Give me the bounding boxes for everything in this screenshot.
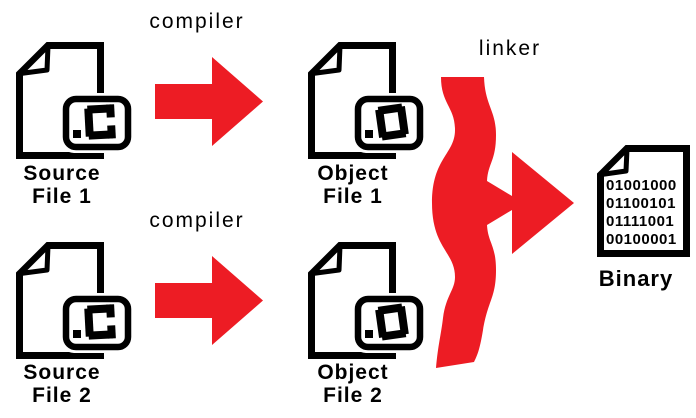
source-file-2-label: Source File 2 bbox=[7, 361, 117, 407]
compiler-label-bottom: compiler bbox=[149, 209, 245, 232]
badge-dot bbox=[73, 330, 81, 338]
badge-dot bbox=[365, 130, 373, 138]
compiler-arrow-bottom bbox=[155, 256, 263, 345]
label-line: File 1 bbox=[32, 185, 92, 208]
object-file-2-icon bbox=[308, 242, 427, 360]
folded-corner bbox=[310, 43, 343, 76]
right-arrow-shape bbox=[155, 256, 263, 345]
badge-letter-O bbox=[375, 303, 409, 341]
binary-text-line: 01100101 bbox=[606, 195, 676, 212]
badge-dot bbox=[73, 130, 81, 138]
linker-label: linker bbox=[478, 37, 542, 60]
document-with-badge-graphic bbox=[308, 42, 426, 159]
binary-label: Binary bbox=[598, 266, 674, 291]
label-line: File 1 bbox=[323, 185, 383, 208]
label-line: Source bbox=[23, 361, 101, 384]
folded-corner bbox=[310, 243, 343, 276]
document-with-badge-graphic bbox=[308, 242, 426, 359]
folded-corner bbox=[18, 243, 51, 276]
badge-letter-O bbox=[375, 103, 409, 141]
label-line: Object bbox=[317, 361, 389, 384]
compiler-arrow-top bbox=[155, 57, 263, 146]
badge-letter-C bbox=[84, 304, 116, 340]
label-line: File 2 bbox=[32, 384, 92, 407]
binary-text-line: 00100001 bbox=[606, 231, 677, 248]
badge-letter-C bbox=[84, 104, 116, 140]
label-line: Source bbox=[23, 162, 101, 185]
merge-arrow-shape bbox=[432, 77, 574, 368]
object-file-1-icon bbox=[308, 42, 427, 160]
binary-text-line: 01001000 bbox=[606, 177, 677, 194]
linker-merge-arrow bbox=[432, 77, 574, 368]
label-line: File 2 bbox=[323, 384, 383, 407]
badge-dot bbox=[365, 330, 373, 338]
source-file-1-icon bbox=[16, 42, 135, 160]
folded-corner bbox=[599, 146, 630, 177]
document-with-badge-graphic bbox=[16, 242, 134, 359]
binary-text-line: 01111001 bbox=[606, 213, 674, 230]
source-file-1-label: Source File 1 bbox=[7, 162, 117, 208]
source-file-2-icon bbox=[16, 242, 135, 360]
document-with-badge-graphic bbox=[16, 42, 134, 159]
right-arrow-shape bbox=[155, 57, 263, 146]
object-file-2-label: Object File 2 bbox=[298, 361, 408, 407]
compiler-label-top: compiler bbox=[149, 10, 245, 33]
object-file-1-label: Object File 1 bbox=[298, 162, 408, 208]
folded-corner bbox=[18, 43, 51, 76]
label-line: Object bbox=[317, 162, 389, 185]
